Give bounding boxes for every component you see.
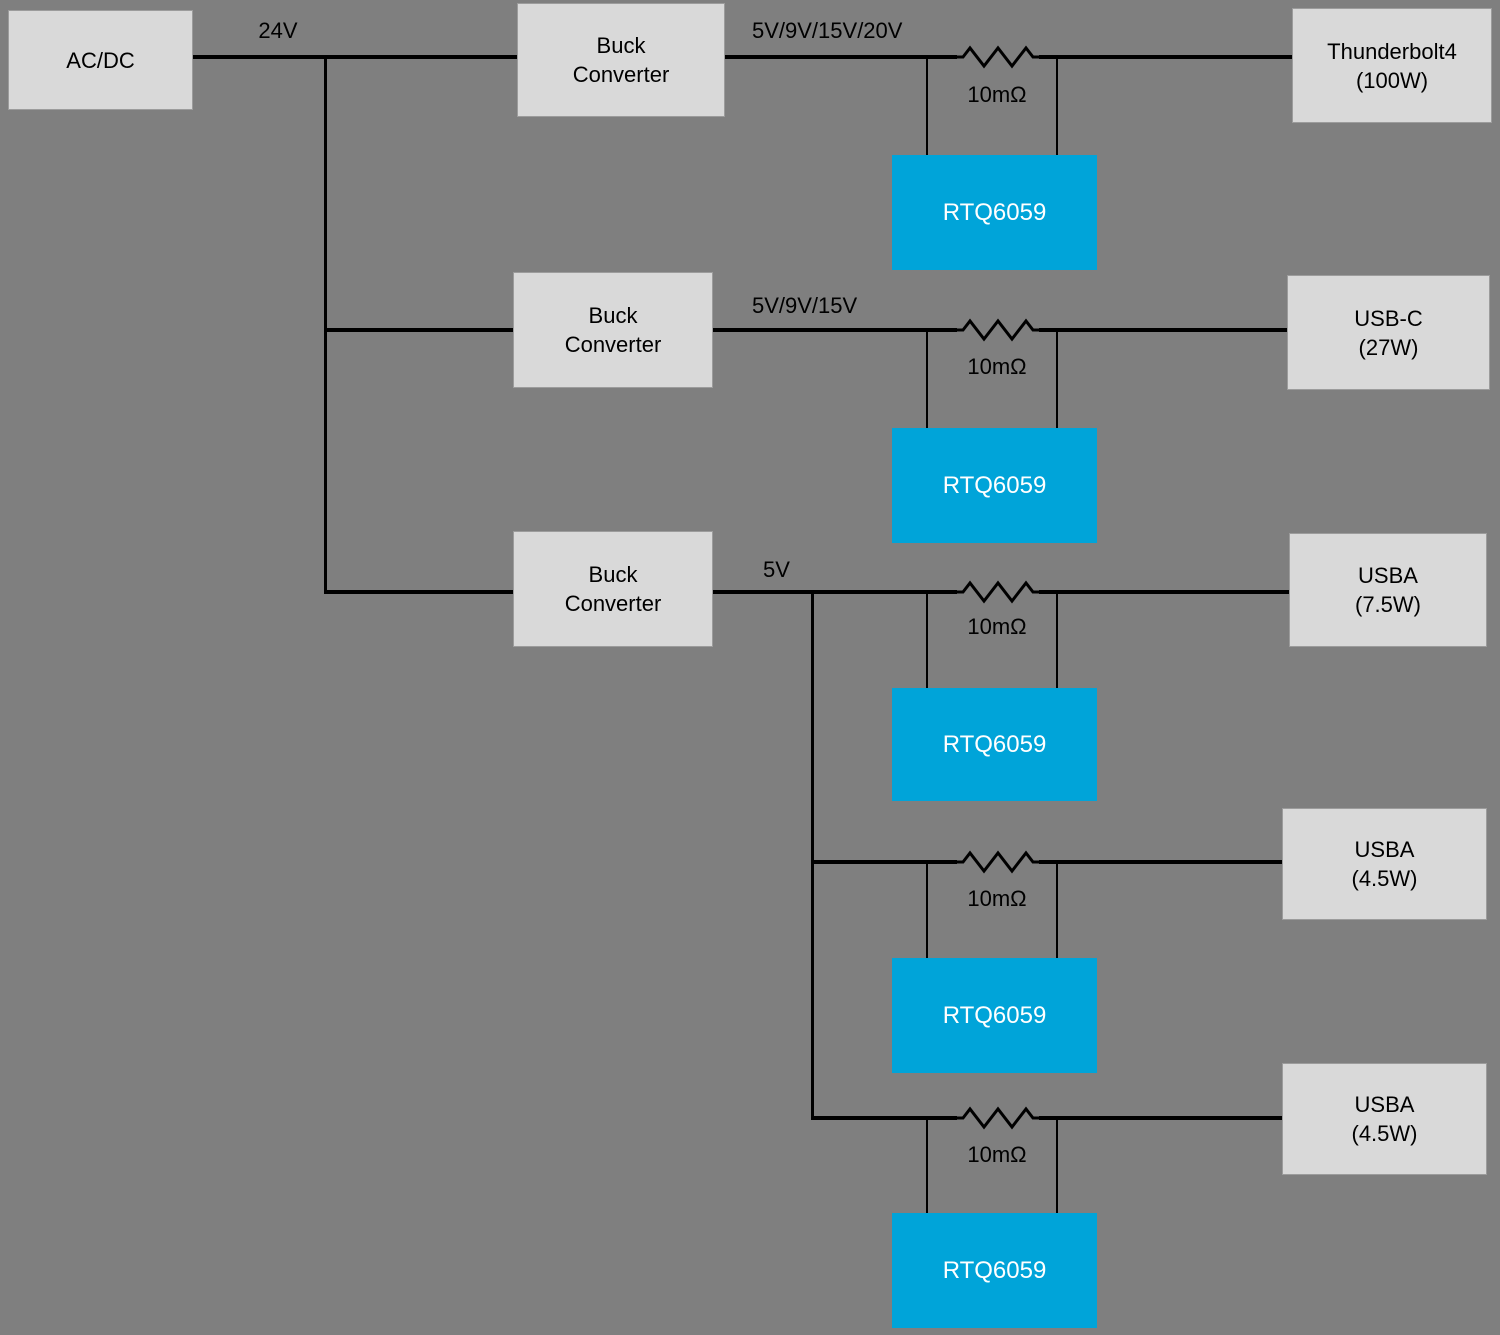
- wire-24v-bus: [193, 55, 517, 59]
- shunt-resistor-icon-5: [955, 1106, 1041, 1130]
- rail3-voltage-label: 5V: [763, 557, 790, 582]
- rtq6059-ic-3-label: RTQ6059: [942, 731, 1047, 758]
- wire-rail1-left: [725, 55, 957, 59]
- shunt-resistor-icon-4: [955, 850, 1041, 874]
- load-block-thunderbolt4: Thunderbolt4 (100W): [1292, 8, 1492, 123]
- rtq6059-ic-5-block: RTQ6059: [892, 1213, 1097, 1328]
- wire-rail3-left: [713, 590, 957, 594]
- sense-line-1-left: [926, 59, 928, 155]
- shunt-resistor-icon-1: [955, 45, 1041, 69]
- acdc-label: AC/DC: [66, 47, 135, 73]
- sense-line-5-right: [1056, 1120, 1058, 1213]
- wire-rail2-right: [1039, 328, 1287, 332]
- wire-rail4-left: [811, 860, 957, 864]
- load-thunderbolt4-label: Thunderbolt4 (100W): [1327, 38, 1457, 93]
- wire-24v-stub-buck2: [325, 328, 513, 332]
- wire-rail1-right: [1039, 55, 1292, 59]
- wire-5v-branch-vertical: [811, 590, 814, 1120]
- rtq6059-ic-4-block: RTQ6059: [892, 958, 1097, 1073]
- sense-line-2-right: [1056, 332, 1058, 428]
- rtq6059-ic-2-label: RTQ6059: [942, 472, 1047, 499]
- wire-rail4-right: [1039, 860, 1282, 864]
- buck-converter-2-block: Buck Converter: [513, 272, 713, 388]
- sense-line-3-right: [1056, 594, 1058, 688]
- rtq6059-ic-1-block: RTQ6059: [892, 155, 1097, 270]
- load-block-usba-4-5w-1: USBA (4.5W): [1282, 808, 1487, 920]
- load-block-usba-4-5w-2: USBA (4.5W): [1282, 1063, 1487, 1175]
- load-usbc-label: USB-C (27W): [1354, 305, 1423, 360]
- buck-converter-2-label: Buck Converter: [564, 303, 662, 357]
- load-usba-4-5w-1-label: USBA (4.5W): [1351, 837, 1418, 891]
- wire-24v-stub-buck3: [325, 590, 513, 594]
- buck-converter-1-label: Buck Converter: [572, 33, 670, 87]
- wire-rail5-left: [811, 1116, 957, 1120]
- sense-line-5-left: [926, 1120, 928, 1213]
- sense-line-2-left: [926, 332, 928, 428]
- wire-rail3-right: [1039, 590, 1289, 594]
- rtq6059-ic-2-block: RTQ6059: [892, 428, 1097, 543]
- load-block-usbc: USB-C (27W): [1287, 275, 1490, 390]
- load-usba-4-5w-2-label: USBA (4.5W): [1351, 1092, 1418, 1146]
- rail2-voltage-label: 5V/9V/15V: [752, 293, 858, 318]
- buck-converter-1-block: Buck Converter: [517, 3, 725, 117]
- load-block-usba-7-5w: USBA (7.5W): [1289, 533, 1487, 647]
- sense-line-4-right: [1056, 864, 1058, 958]
- wire-24v-branch-vertical: [324, 55, 327, 594]
- rail1-voltage-label: 5V/9V/15V/20V: [752, 18, 903, 43]
- rtq6059-ic-5-label: RTQ6059: [942, 1257, 1047, 1284]
- shunt-resistor-icon-2: [955, 318, 1041, 342]
- bus-24v-label: 24V: [258, 18, 298, 43]
- acdc-block: AC/DC: [8, 10, 193, 110]
- sense-line-1-right: [1056, 59, 1058, 155]
- shunt-value-label-1: 10mΩ: [967, 82, 1027, 107]
- rtq6059-ic-1-label: RTQ6059: [942, 199, 1047, 226]
- sense-line-4-left: [926, 864, 928, 958]
- rtq6059-ic-3-block: RTQ6059: [892, 688, 1097, 801]
- buck-converter-3-label: Buck Converter: [564, 562, 662, 616]
- load-usba-7-5w-label: USBA (7.5W): [1355, 563, 1421, 617]
- shunt-value-label-2: 10mΩ: [967, 354, 1027, 379]
- shunt-value-label-4: 10mΩ: [967, 886, 1027, 911]
- wire-rail2-left: [713, 328, 957, 332]
- buck-converter-3-block: Buck Converter: [513, 531, 713, 647]
- wire-rail5-right: [1039, 1116, 1282, 1120]
- shunt-value-label-3: 10mΩ: [967, 614, 1027, 639]
- shunt-value-label-5: 10mΩ: [967, 1142, 1027, 1167]
- shunt-resistor-icon-3: [955, 580, 1041, 604]
- rtq6059-ic-4-label: RTQ6059: [942, 1002, 1047, 1029]
- sense-line-3-left: [926, 594, 928, 688]
